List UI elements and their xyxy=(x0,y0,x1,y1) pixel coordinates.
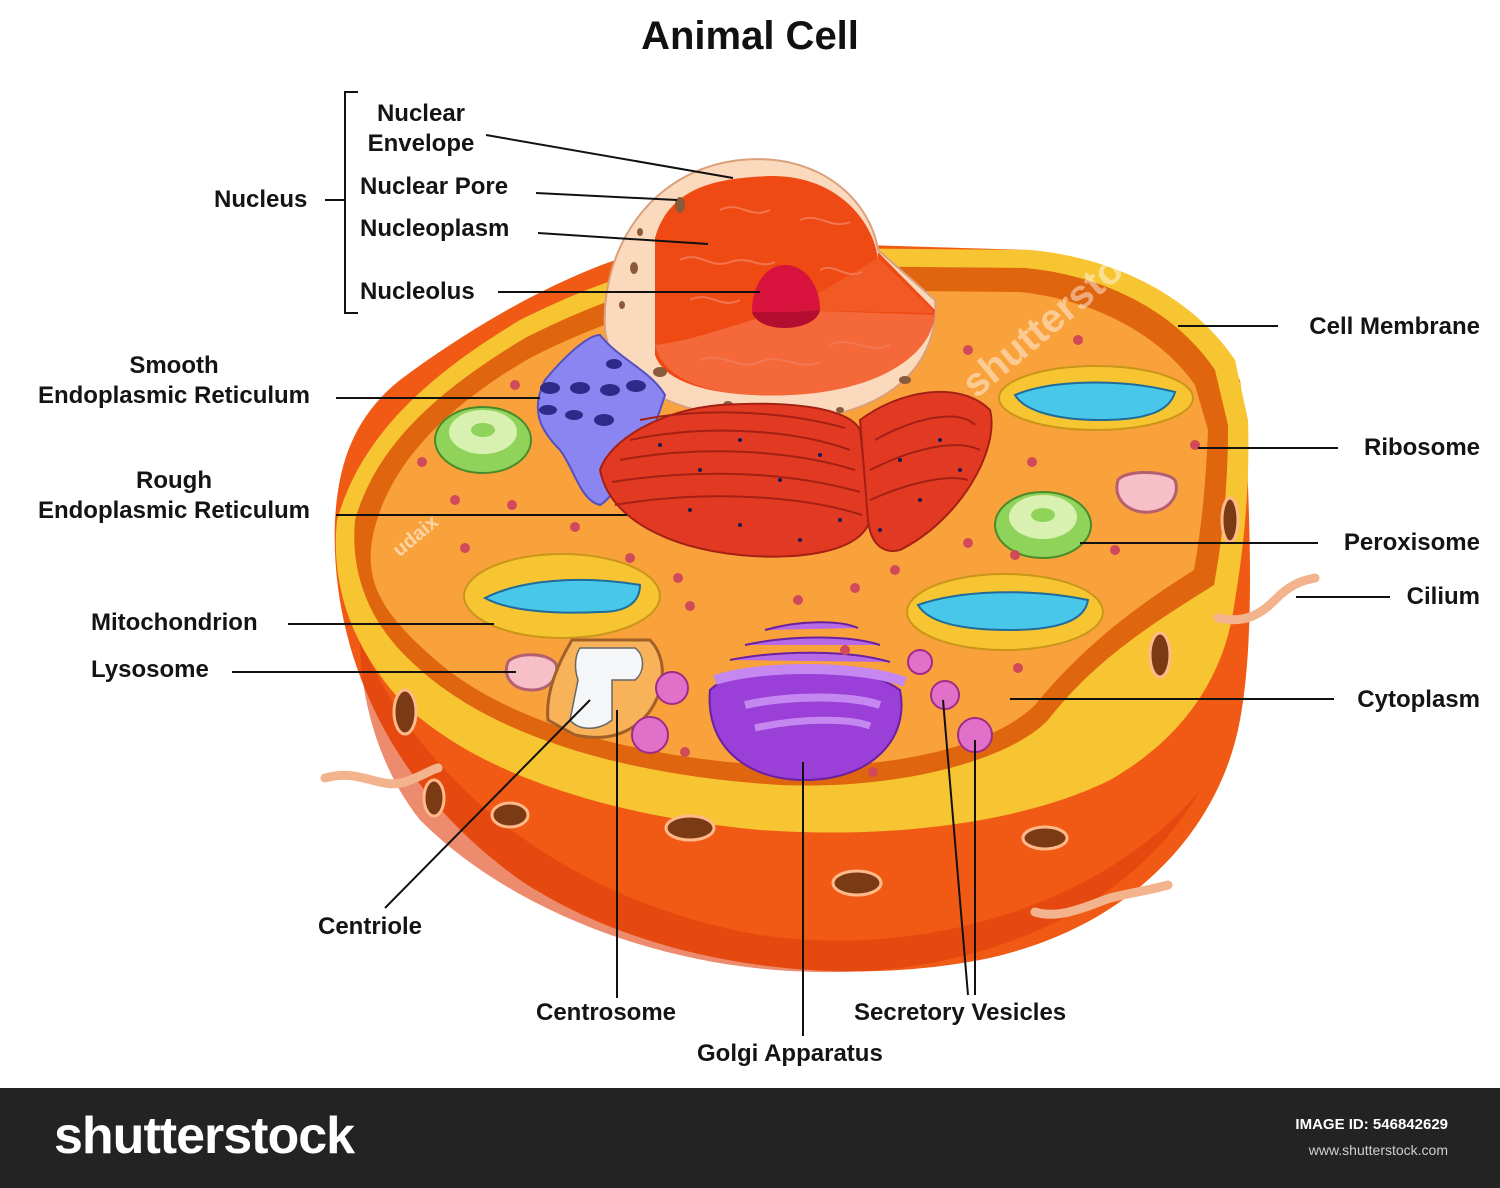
label-nuclear-envelope: Nuclear Envelope xyxy=(367,100,475,157)
cilia xyxy=(320,573,1320,919)
label-rough-er: Rough Endoplasmic Reticulum xyxy=(37,467,311,524)
label-centrosome: Centrosome xyxy=(536,999,677,1026)
label-smooth-er: Smooth Endoplasmic Reticulum xyxy=(37,352,311,409)
label-mitochondrion: Mitochondrion xyxy=(91,609,258,636)
label-centriole: Centriole xyxy=(318,913,423,940)
footer-site-url: www.shutterstock.com xyxy=(1308,1142,1448,1158)
label-cytoplasm: Cytoplasm xyxy=(1357,686,1480,713)
label-secretory-vesicles: Secretory Vesicles xyxy=(854,999,1067,1026)
label-nucleolus: Nucleolus xyxy=(360,278,475,305)
golgi-illustration xyxy=(708,621,907,782)
label-ribosome: Ribosome xyxy=(1363,434,1480,461)
free-ribosomes xyxy=(417,335,1200,777)
membrane-pores xyxy=(392,496,1240,897)
label-cell-membrane: Cell Membrane xyxy=(1309,313,1480,340)
label-lysosome: Lysosome xyxy=(91,656,209,683)
label-peroxisome: Peroxisome xyxy=(1343,529,1480,556)
label-cilium: Cilium xyxy=(1406,583,1480,610)
label-nucleus: Nucleus xyxy=(214,186,308,213)
page-title: Animal Cell xyxy=(641,14,859,58)
nucleus-illustration xyxy=(603,158,937,422)
ribosomes-on-rer xyxy=(658,438,962,542)
footer-image-id: IMAGE ID: 546842629 xyxy=(1295,1116,1448,1133)
footer-bar: shutterstock IMAGE ID: 546842629 www.shu… xyxy=(0,1088,1500,1188)
footer-brand-logo: shutterstock xyxy=(54,1107,355,1165)
secretory-vesicles-illustration xyxy=(631,649,993,754)
label-nucleoplasm: Nucleoplasm xyxy=(360,215,510,242)
label-golgi-apparatus: Golgi Apparatus xyxy=(697,1040,883,1067)
leader-lines xyxy=(232,91,1390,1036)
peroxisomes-illustration xyxy=(434,406,1092,559)
rough-er-illustration xyxy=(598,390,993,558)
mitochondria-illustration xyxy=(463,365,1194,651)
label-nuclear-pore: Nuclear Pore xyxy=(360,173,509,200)
